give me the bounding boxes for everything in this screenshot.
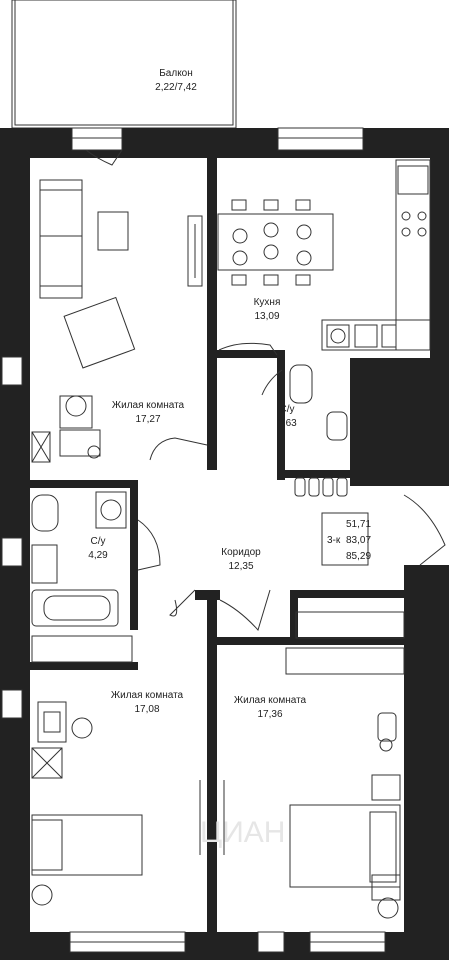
living-left-name: Жилая комната xyxy=(111,690,184,701)
balcony-area: 2,22/7,42 xyxy=(155,82,197,93)
total-area: 83,07 xyxy=(346,535,371,546)
living-right-name: Жилая комната xyxy=(234,695,307,706)
balcony-name: Балкон xyxy=(159,68,193,79)
kitchen-area: 13,09 xyxy=(254,311,279,322)
door-arcs xyxy=(85,149,446,631)
living-right-furniture xyxy=(289,712,401,919)
room-labels: Балкон 2,22/7,42 Жилая комната 17,27 Кух… xyxy=(88,68,306,720)
living-area-total: 51,71 xyxy=(346,519,371,530)
wardrobes xyxy=(285,611,405,675)
windows xyxy=(1,127,386,953)
bath-small-name: С/у xyxy=(280,404,295,415)
bath-small-area: 1,63 xyxy=(277,418,297,429)
living-left-furniture xyxy=(31,701,225,906)
watermark-text: ЦИАН xyxy=(200,816,285,849)
inner-walls xyxy=(30,150,404,932)
apartment-type: 3-к xyxy=(327,535,341,546)
living-top-furniture xyxy=(31,179,203,463)
corridor-area: 12,35 xyxy=(228,561,253,572)
summary-box: 3-к 51,71 83,07 85,29 xyxy=(321,512,371,566)
corridor-name: Коридор xyxy=(221,547,261,558)
bath-large-fixtures xyxy=(31,491,133,663)
kitchen-name: Кухня xyxy=(254,297,281,308)
total-area-with-balcony: 85,29 xyxy=(346,551,371,562)
living-right-area: 17,36 xyxy=(257,709,282,720)
living-left-area: 17,08 xyxy=(134,704,159,715)
living-top-name: Жилая комната xyxy=(112,400,185,411)
living-top-area: 17,27 xyxy=(135,414,160,425)
bath-large-name: С/у xyxy=(91,536,106,547)
bath-large-area: 4,29 xyxy=(88,550,108,561)
balcony xyxy=(11,0,237,129)
kitchen-furniture xyxy=(217,159,431,351)
bath-small-fixtures xyxy=(289,364,348,497)
